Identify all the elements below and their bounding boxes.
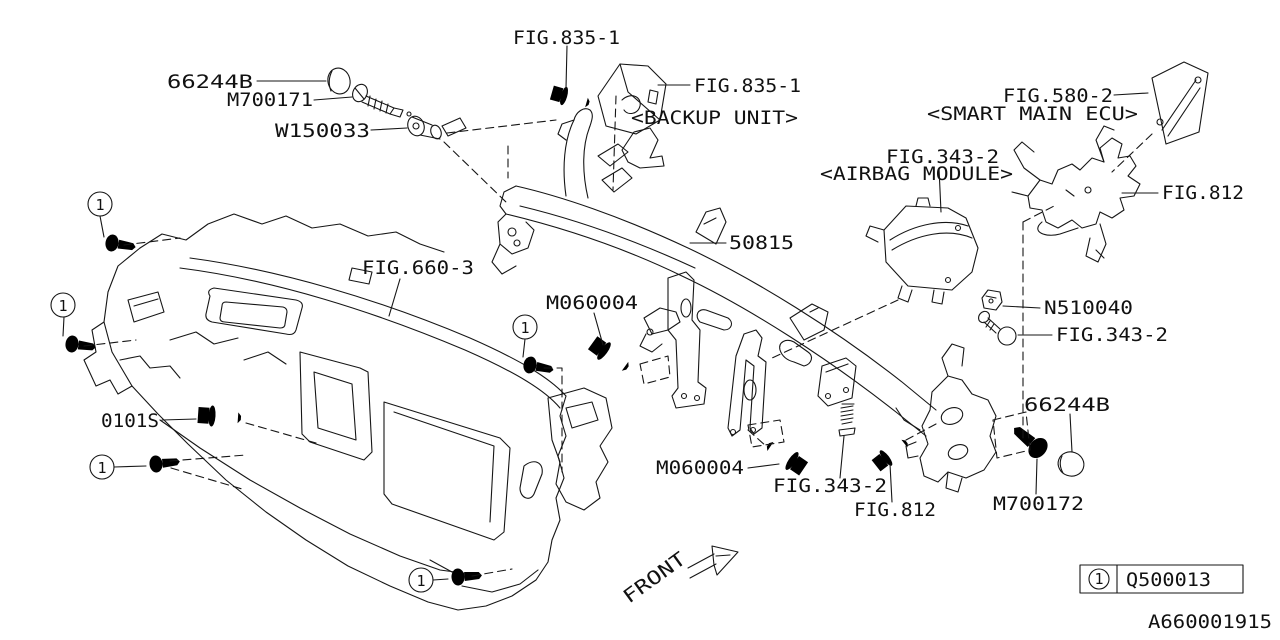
part-label-0101s: 0101S: [101, 410, 159, 432]
legend-box: [1079, 564, 1244, 594]
part-label-fig835-right: FIG.835-1: [694, 75, 801, 97]
legend-ref-circle: [1088, 568, 1110, 590]
part-label-n510040: N510040: [1044, 297, 1133, 319]
instrument-panel-drawing: [83, 213, 613, 611]
part-label-m060004-top: M060004: [546, 292, 638, 314]
part-label-m060004-bottom: M060004: [656, 457, 744, 479]
drawing-number: A660001915: [1148, 611, 1272, 633]
part-label-smart-main-ecu: <SMART MAIN ECU>: [927, 103, 1138, 125]
part-label-fig343-bottom: FIG.343-2: [773, 475, 887, 497]
clip-n510040-drawing: [981, 289, 1003, 311]
part-label-fig343-mid: FIG.343-2: [1056, 324, 1168, 346]
part-label-66244b-bottom: 66244B: [1024, 394, 1110, 416]
bolt-m060004-bottom-icon: [762, 436, 810, 478]
screw-icon: [521, 355, 556, 379]
part-label-m700172: M700172: [993, 493, 1084, 515]
callout-number: 1: [416, 572, 425, 590]
bolt-fig835-icon: [549, 83, 592, 113]
column-bracket-cluster-drawing: [1011, 125, 1141, 263]
callout-number: 1: [97, 459, 106, 477]
callout-1-a: 1: [87, 191, 138, 256]
part-label-airbag-module: <AIRBAG MODULE>: [820, 163, 1013, 185]
part-label-50815: 50815: [729, 232, 794, 254]
part-label-w150033: W150033: [275, 120, 370, 142]
screw-fig343-mid-drawing: [978, 310, 1017, 346]
legend-ref-number: 1: [1094, 570, 1103, 588]
smart-main-ecu-drawing: [1151, 61, 1209, 145]
part-label-backup-unit: <BACKUP UNIT>: [631, 107, 798, 129]
part-label-fig343-airbag: FIG.343-2: [886, 146, 999, 168]
legend: 1 Q500013: [1079, 564, 1244, 594]
callout-1-c: 1: [89, 453, 181, 480]
part-label-m700171: M700171: [227, 89, 313, 111]
front-label: FRONT: [619, 548, 690, 608]
callouts: 1 1 1 1 1: [50, 191, 556, 593]
callout-1-d: 1: [512, 314, 556, 379]
leader-lines: [161, 45, 1159, 503]
cap-66244b-bottom-drawing: [1057, 451, 1085, 477]
callout-number: 1: [95, 196, 104, 214]
airbag-module-drawing: [865, 197, 979, 305]
backup-unit-drawing: [597, 63, 667, 135]
callout-1-b: 1: [50, 292, 97, 356]
part-label-fig835-top: FIG.835-1: [513, 27, 620, 49]
part-label-fig812-bottom: FIG.812: [854, 499, 936, 521]
screw-m700171-drawing: [352, 83, 412, 118]
callout-number: 1: [520, 319, 529, 337]
fasteners: [197, 67, 1085, 478]
screw-icon: [450, 566, 483, 586]
front-direction-arrow: FRONT: [619, 545, 739, 608]
screw-m700172-icon: [1006, 419, 1052, 462]
part-label-66244b-top: 66244B: [167, 71, 253, 93]
bolt-0101s-icon: [197, 404, 242, 429]
callout-number: 1: [58, 297, 67, 315]
screw-icon: [148, 453, 181, 474]
legend-part-number: Q500013: [1126, 569, 1211, 591]
dashed-reference-lines: [83, 95, 1153, 577]
bolt-m060004-top-icon: [586, 334, 634, 377]
part-label-fig660: FIG.660-3: [362, 257, 474, 279]
part-label-fig580: FIG.580-2: [1003, 85, 1113, 107]
steering-beam-drawing: [491, 108, 997, 493]
grommet-w150033-drawing: [407, 115, 467, 140]
part-label-fig812-top: FIG.812: [1162, 182, 1244, 204]
callout-1-e: 1: [408, 566, 483, 593]
cap-66244b-top-drawing: [327, 67, 351, 95]
screw-icon: [104, 233, 138, 256]
part-labels: 66244B M700171 W150033 FIG.835-1 FIG.835…: [101, 27, 1244, 521]
